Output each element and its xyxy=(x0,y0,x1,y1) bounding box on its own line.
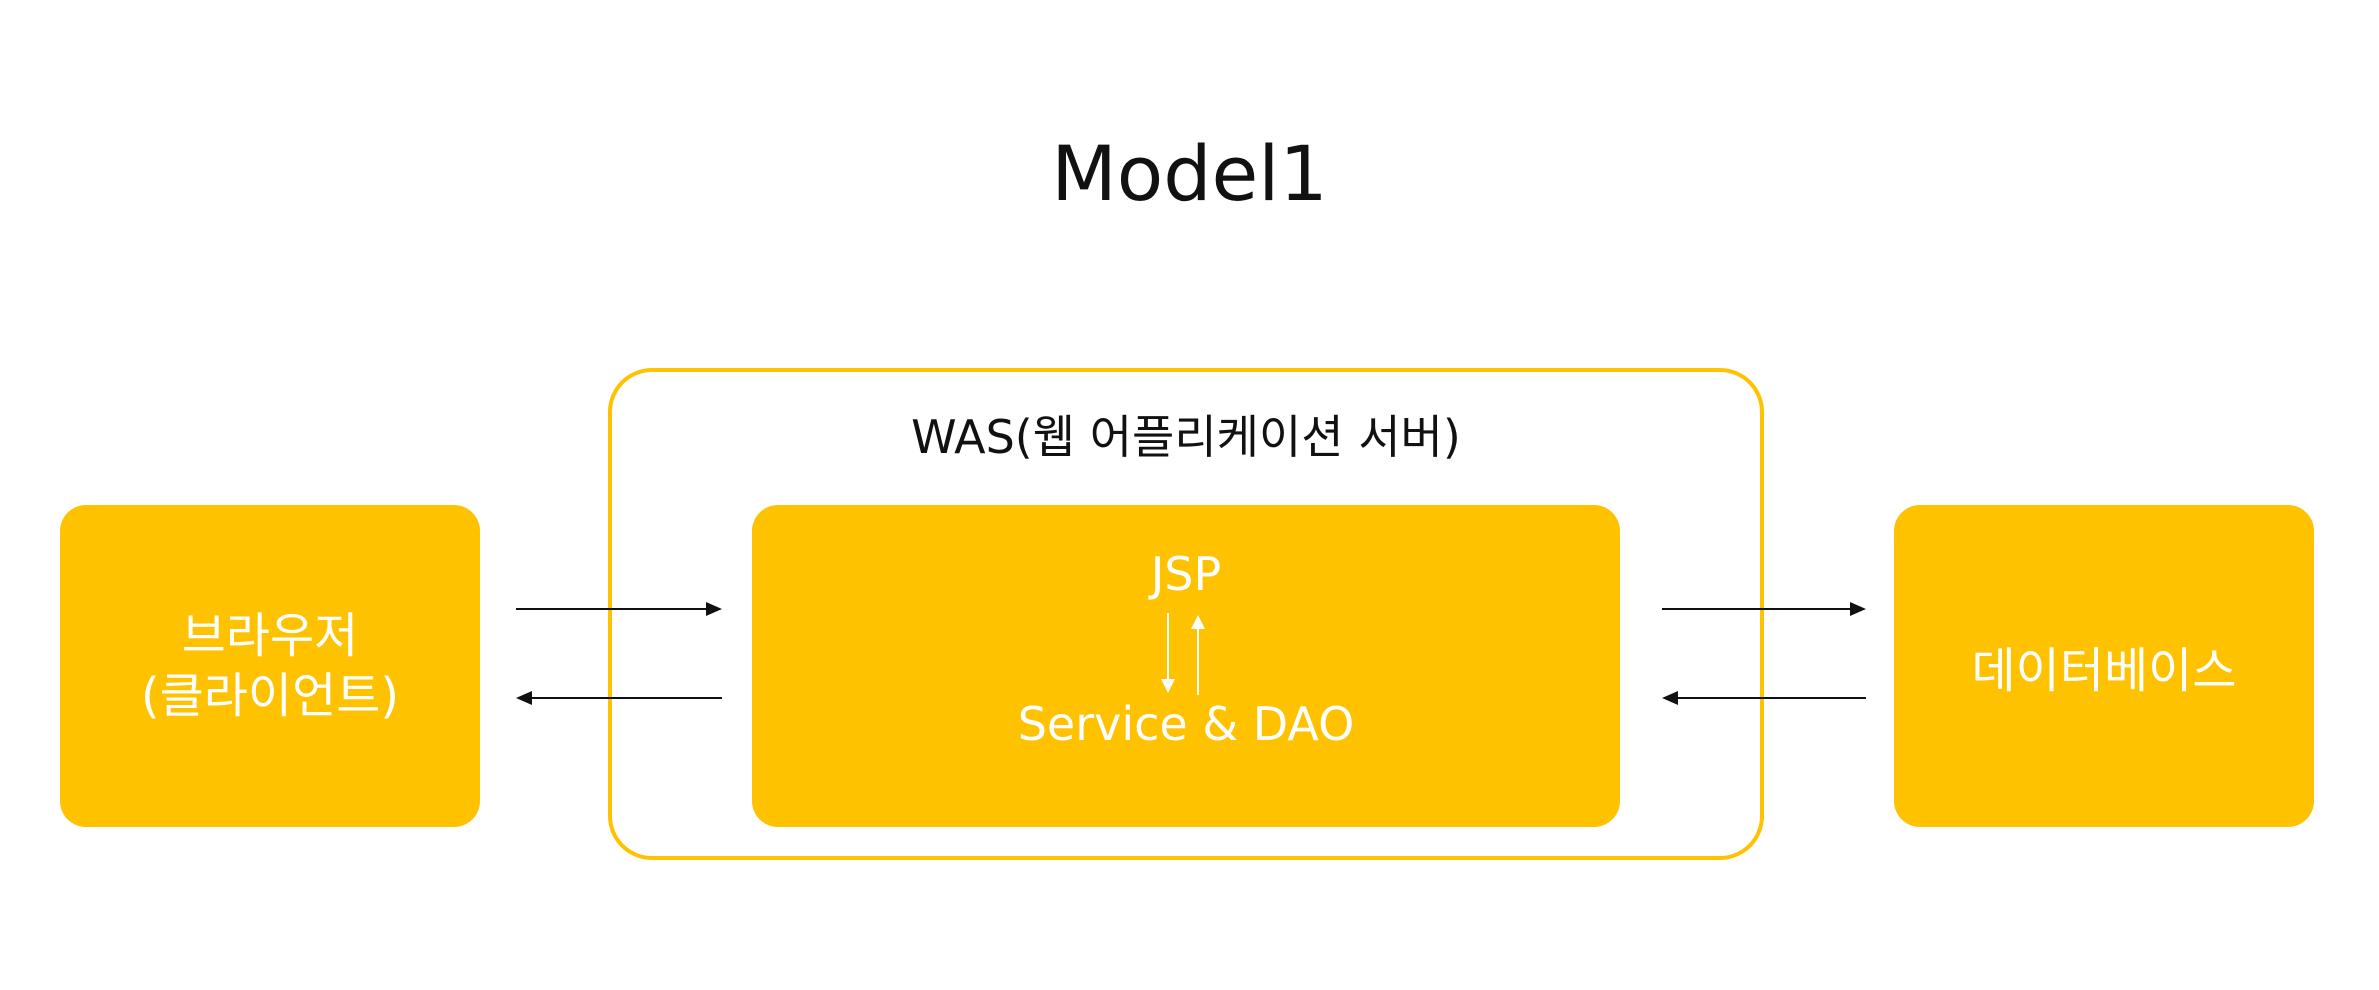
browser-node: 브라우저 (클라이언트) xyxy=(60,505,480,827)
was-label: WAS(웹 어플리케이션 서버) xyxy=(911,410,1461,464)
browser-to-was-arrow xyxy=(516,602,722,616)
jsp-service-arrows xyxy=(1161,613,1205,695)
up-arrow xyxy=(1191,615,1205,695)
service-dao-label: Service & DAO xyxy=(1017,697,1355,751)
jsp-service-node: JSP Service & DAO xyxy=(752,505,1620,827)
browser-label: 브라우저 xyxy=(181,608,359,664)
database-node: 데이터베이스 xyxy=(1894,505,2314,827)
browser-sublabel: (클라이언트) xyxy=(140,668,400,724)
down-arrow xyxy=(1161,613,1175,693)
was-to-database-arrow xyxy=(1662,602,1866,616)
diagram-title: Model1 xyxy=(1051,129,1328,218)
was-container xyxy=(608,368,1764,860)
was-to-browser-arrow xyxy=(516,691,722,705)
database-to-was-arrow xyxy=(1662,691,1866,705)
database-label: 데이터베이스 xyxy=(1971,643,2237,699)
jsp-label: JSP xyxy=(1150,547,1222,601)
